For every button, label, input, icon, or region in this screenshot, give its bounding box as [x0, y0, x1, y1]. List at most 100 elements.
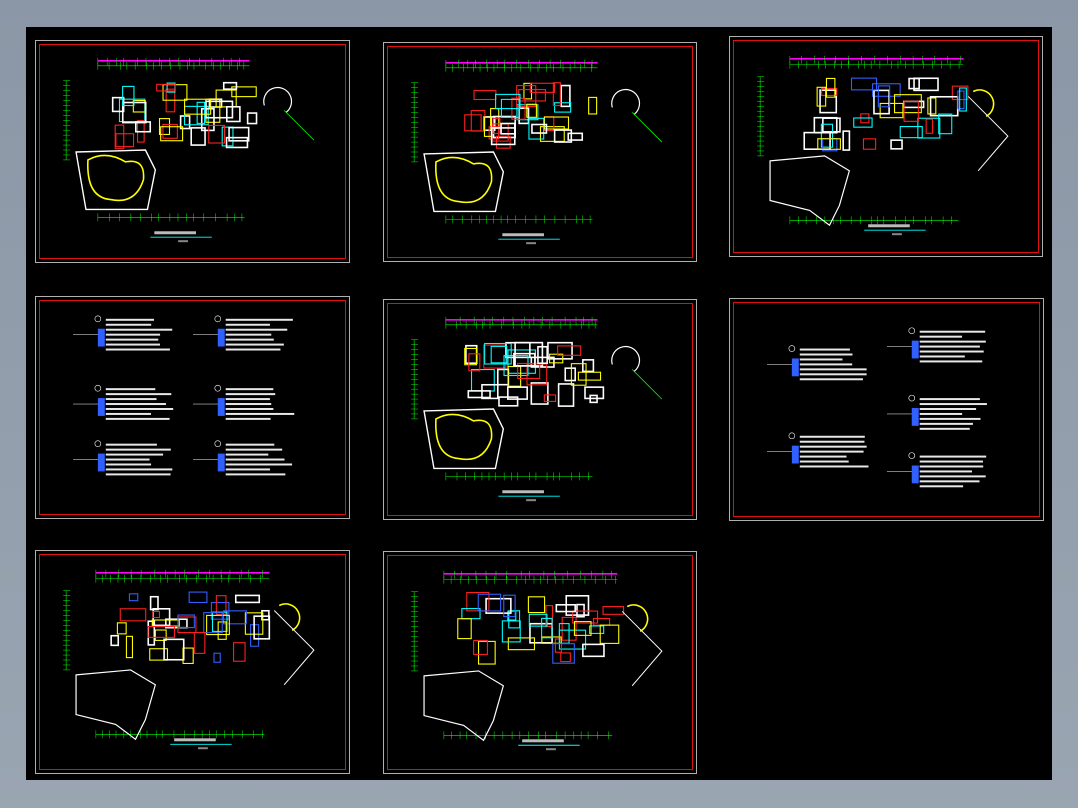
room-outline [226, 105, 241, 123]
schedule-row [105, 463, 152, 466]
room-outline [555, 604, 576, 613]
schedule-legend [97, 453, 105, 472]
title-text-block [174, 738, 216, 742]
room-outline [543, 394, 557, 402]
wall-edge [967, 96, 1009, 172]
room-outline [903, 100, 925, 109]
room-outline [160, 126, 184, 142]
sheet-frame [733, 40, 1039, 253]
schedule-row [799, 348, 850, 351]
room-outline [149, 648, 168, 661]
room-outline [589, 625, 605, 634]
cad-drawing-canvas[interactable] [26, 27, 1052, 780]
schedule-row [105, 417, 170, 420]
schedule-row [225, 343, 284, 346]
schedule-symbol [94, 315, 102, 323]
room-outline [545, 605, 554, 628]
title-text-block [522, 739, 564, 743]
room-outline [879, 102, 904, 119]
room-outline [457, 618, 472, 640]
room-outline [179, 115, 191, 130]
stair-curve [611, 88, 641, 115]
schedule-symbol [908, 394, 916, 402]
room-outline [523, 82, 533, 100]
floor-plan [63, 57, 315, 243]
schedule-row [799, 373, 867, 376]
schedule-legend [217, 453, 225, 472]
room-outline [517, 362, 541, 379]
schedule-symbol [214, 384, 222, 392]
room-outline [537, 345, 548, 365]
pool-outline [435, 156, 493, 204]
room-outline [483, 116, 493, 137]
drawing-sheet-8[interactable] [383, 551, 697, 774]
drawing-sheet-5[interactable] [383, 299, 697, 520]
room-outline [503, 594, 516, 618]
room-outline [152, 610, 161, 619]
terrace-outline [75, 669, 157, 741]
room-outline [853, 117, 873, 128]
schedule-row [919, 485, 964, 488]
stair-curve [972, 89, 995, 117]
drawing-sheet-4[interactable] [35, 296, 350, 519]
room-outline [553, 129, 573, 143]
room-outline [147, 625, 175, 638]
schedule-symbol [788, 345, 796, 352]
room-outline [165, 618, 188, 629]
room-outline [484, 342, 512, 365]
drawing-sheet-2[interactable] [383, 42, 697, 262]
room-outline [200, 107, 215, 132]
floor-plan [411, 316, 663, 502]
room-outline [206, 614, 230, 636]
room-outline [820, 123, 834, 148]
schedule-legend [911, 340, 919, 359]
schedule-row [919, 360, 983, 363]
room-outline [516, 85, 537, 108]
schedule-row [105, 468, 173, 471]
title-text-block [502, 233, 544, 237]
drawing-sheet-6[interactable] [729, 298, 1044, 521]
room-outline [473, 640, 488, 655]
schedule-row [225, 338, 274, 341]
room-outline [582, 643, 605, 658]
schedule-row [105, 407, 174, 410]
room-outline [557, 383, 575, 407]
room-outline [572, 610, 599, 624]
floor-plan [411, 570, 663, 751]
room-outline [501, 620, 521, 643]
drawing-sheet-3[interactable] [729, 36, 1043, 257]
sheet-frame [39, 554, 346, 770]
room-outline [584, 386, 605, 400]
schedule-row [799, 358, 843, 361]
schedule-row [105, 473, 171, 476]
room-outline [246, 112, 258, 125]
schedule-row [225, 328, 288, 331]
room-outline [470, 369, 495, 392]
schedule-tables [73, 315, 295, 476]
room-outline [233, 642, 246, 662]
schedule-row [919, 335, 963, 338]
room-outline [490, 345, 508, 364]
room-outline [154, 629, 167, 641]
schedule-row [105, 338, 159, 341]
room-outline [602, 606, 625, 615]
sheet-frame [39, 300, 346, 515]
room-outline [527, 596, 546, 614]
room-outline [599, 624, 620, 644]
room-outline [163, 638, 185, 661]
schedule-row [105, 403, 166, 406]
scale-text-block [178, 240, 189, 243]
schedule-row [225, 417, 271, 420]
drawing-sheet-1[interactable] [35, 40, 350, 263]
sheet-frame [387, 303, 693, 516]
room-outline [817, 138, 841, 150]
room-outline [552, 643, 575, 664]
room-outline [526, 363, 548, 386]
room-outline [862, 138, 877, 150]
schedule-symbol [214, 440, 222, 447]
schedule-row [919, 398, 980, 401]
schedule-row [225, 398, 270, 401]
room-outline [890, 139, 903, 150]
drawing-sheet-7[interactable] [35, 550, 350, 774]
room-outline [557, 345, 582, 356]
